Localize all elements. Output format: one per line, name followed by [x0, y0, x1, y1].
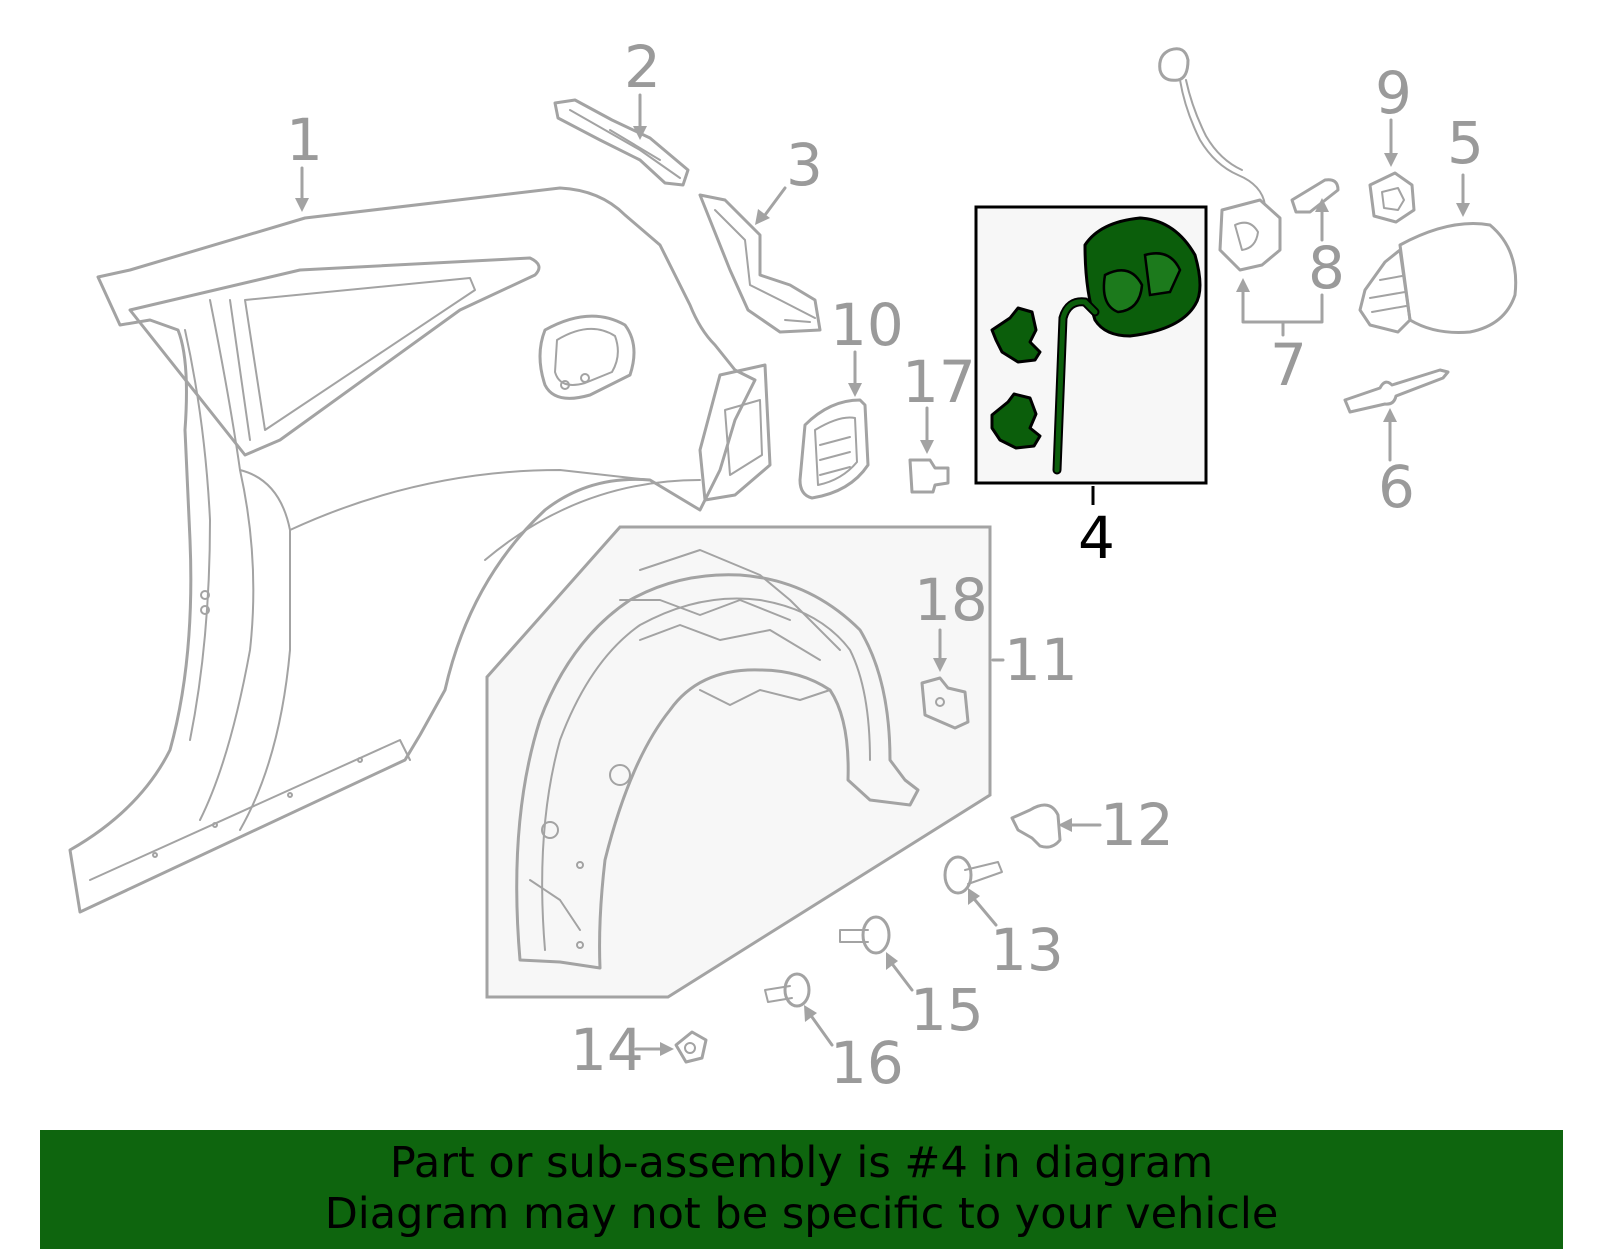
part-9-nut: [1368, 171, 1416, 224]
part-6-pin: [1343, 368, 1450, 414]
part-16-bolt: [764, 972, 811, 1008]
callout-7: 7: [1270, 331, 1307, 399]
part-2-reinforcement: [553, 98, 690, 187]
callout-12: 12: [1100, 791, 1174, 859]
part-18-bracket: [920, 676, 970, 730]
callout-5: 5: [1447, 109, 1484, 177]
callout-15: 15: [910, 976, 984, 1044]
callout-4: 4: [1078, 504, 1115, 572]
part-15-bolt: [839, 915, 891, 955]
callout-18: 18: [914, 566, 988, 634]
callout-10: 10: [830, 291, 904, 359]
callout-14: 14: [570, 1016, 644, 1084]
part-8-actuator: [1290, 178, 1340, 214]
part-14-grommet: [674, 1030, 708, 1064]
callout-2: 2: [624, 33, 661, 101]
callout-17: 17: [902, 348, 976, 416]
parts-diagram: 1 2 3 4 5 6 7 8 9 10 11 12 13 14 15 16 1…: [68, 33, 1518, 1097]
callout-16: 16: [830, 1029, 904, 1097]
callout-3: 3: [786, 131, 823, 199]
info-banner: Part or sub-assembly is #4 in diagram Di…: [40, 1130, 1563, 1249]
part-5-fuel-door: [1358, 222, 1518, 334]
callout-11: 11: [1004, 626, 1078, 694]
part-4-fuel-filler-pocket-group: [974, 205, 1208, 485]
banner-line-part-number: Part or sub-assembly is #4 in diagram: [389, 1138, 1214, 1188]
callout-9: 9: [1375, 59, 1412, 127]
banner-line-disclaimer: Diagram may not be specific to your vehi…: [324, 1189, 1279, 1239]
part-11-liner-group: [485, 525, 992, 999]
part-10-housing: [798, 398, 870, 500]
callout-labels: 1 2 3 4 5 6 7 8 9 10 11 12 13 14 15 16 1…: [286, 33, 1484, 1097]
callout-1: 1: [286, 106, 323, 174]
part-7-release-cable: [1158, 47, 1282, 272]
part-17-clip: [908, 458, 950, 494]
callout-8: 8: [1308, 234, 1345, 302]
leader-lines: [295, 93, 1470, 1056]
part-1-quarter-panel: [68, 186, 772, 914]
callout-6: 6: [1378, 453, 1415, 521]
part-12-clip: [1010, 803, 1062, 849]
callout-13: 13: [990, 916, 1064, 984]
part-13-screw: [943, 855, 1003, 895]
part-3-bracket: [698, 193, 822, 334]
